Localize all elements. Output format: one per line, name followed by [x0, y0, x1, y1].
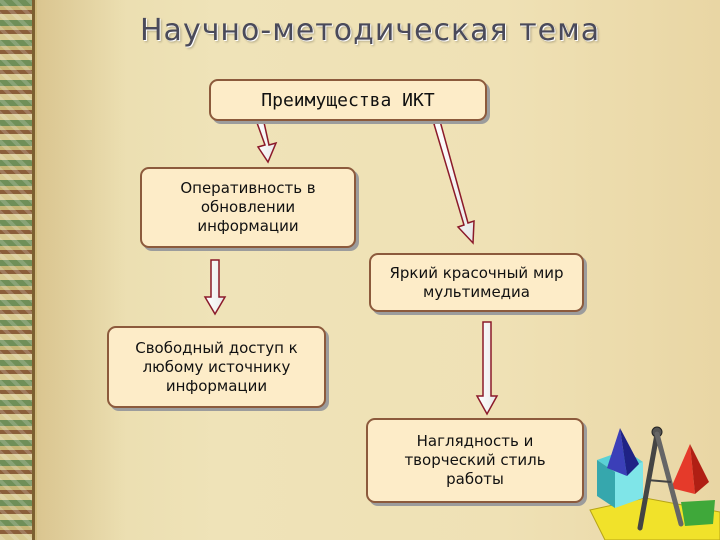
background-shade [35, 0, 125, 540]
green-shape [681, 500, 715, 526]
arrow-root-to-oper [255, 117, 278, 164]
node-free-access: Свободный доступ к любому источнику инфо… [107, 326, 326, 408]
arrow-root-to-multimedia [433, 119, 475, 245]
root-node: Преимущества ИКТ [209, 79, 487, 121]
red-pyramid-shape [671, 444, 709, 494]
arrow-oper-to-access [203, 259, 227, 316]
geometry-illustration [589, 426, 720, 540]
compass-icon [637, 426, 684, 531]
node-visual-style: Наглядность и творческий стиль работы [366, 418, 584, 503]
pyramid-shape [607, 428, 639, 476]
node-multimedia: Яркий красочный мир мультимедиа [369, 253, 584, 312]
node-operativnost: Оперативность в обновлении информации [140, 167, 356, 248]
arrow-multimedia-to-visual [475, 321, 499, 416]
decorative-border [0, 0, 35, 540]
page-title: Научно-методическая тема [140, 13, 601, 48]
